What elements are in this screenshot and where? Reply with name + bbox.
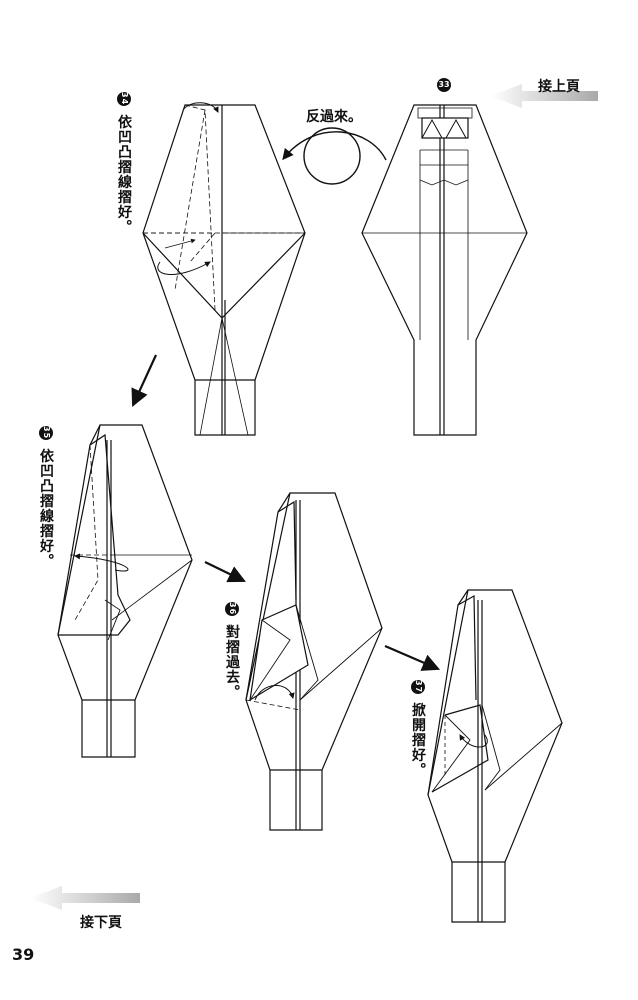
step-36-text: 對摺過去。 (224, 624, 240, 700)
step-33-number: 33 (437, 78, 451, 92)
step-37-number: 37 (411, 680, 425, 694)
step-37-text: 掀開摺好。 (410, 702, 426, 778)
turn-over-symbol (282, 127, 387, 185)
step-35-number: 35 (39, 426, 53, 440)
step-37-instruction: 37 掀開摺好。 (410, 680, 426, 778)
next-page-label: 接下頁 (80, 915, 122, 931)
step-34-instruction: 34 依凹凸摺線摺好。 (116, 92, 132, 235)
page-number: 39 (12, 945, 35, 964)
next-page-arrow (30, 886, 140, 910)
prev-page-label: 接上頁 (538, 79, 580, 95)
step-arrow-34-35 (131, 354, 157, 407)
step-36-figure (245, 492, 383, 831)
step-34-number: 34 (117, 92, 131, 106)
step-arrow-35-36 (204, 561, 246, 583)
prev-page-arrow (490, 84, 598, 108)
step-34-figure (142, 102, 306, 436)
step-37-figure (427, 589, 563, 923)
turn-over-label: 反過來。 (306, 109, 362, 125)
step-36-number: 36 (225, 602, 239, 616)
step-33-figure (361, 104, 528, 436)
step-35-text: 依凹凸摺線摺好。 (38, 448, 54, 569)
step-35-figure (57, 424, 193, 758)
step-34-text: 依凹凸摺線摺好。 (116, 114, 132, 235)
step-35-instruction: 35 依凹凸摺線摺好。 (38, 426, 54, 569)
step-36-instruction: 36 對摺過去。 (224, 602, 240, 700)
step-arrow-36-37 (384, 644, 441, 671)
